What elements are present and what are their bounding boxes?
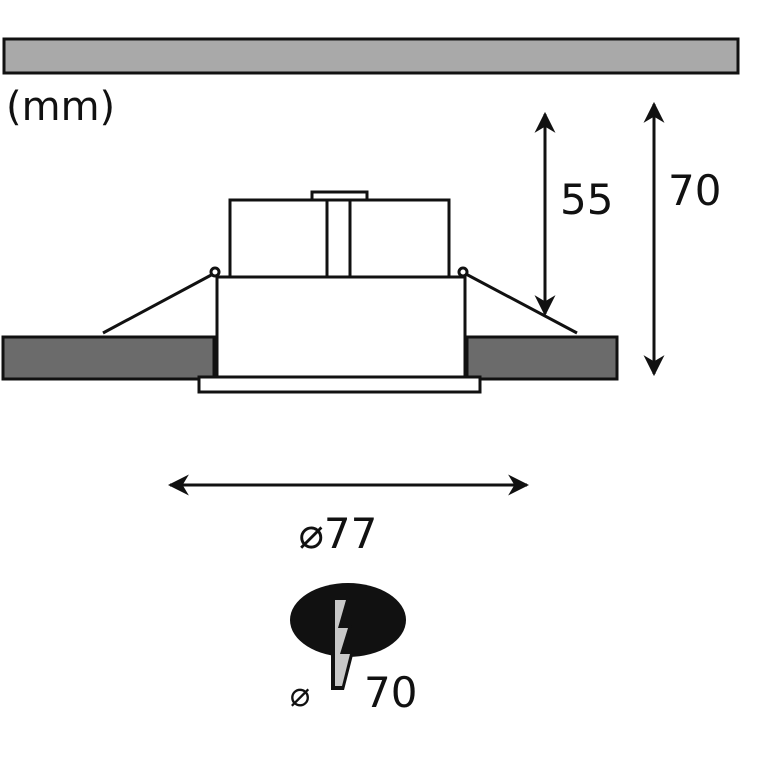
fixture-divider bbox=[325, 198, 352, 279]
fixture-body bbox=[215, 275, 467, 379]
spring-pivot-right bbox=[457, 266, 469, 278]
ceiling-bar bbox=[2, 37, 740, 75]
diameter-77-label: ⌀77 bbox=[299, 509, 378, 558]
light-fixture bbox=[102, 190, 578, 394]
ceiling-slab-right bbox=[465, 335, 619, 381]
cutout-diameter-symbol: ⌀ bbox=[290, 675, 310, 715]
height-70-label: 70 bbox=[668, 166, 721, 215]
height-55-dimension: 55 bbox=[534, 111, 613, 317]
fixture-flange bbox=[197, 375, 482, 394]
cutout-diameter-label: 70 bbox=[364, 668, 417, 717]
height-70-dimension: 70 bbox=[643, 101, 721, 377]
cutout-icon: ⌀ 70 bbox=[290, 583, 417, 717]
spring-pivot-left bbox=[209, 266, 221, 278]
unit-label: (mm) bbox=[6, 84, 115, 130]
height-55-label: 55 bbox=[560, 175, 613, 224]
ceiling-slab-left bbox=[1, 335, 216, 381]
diameter-77-dimension: ⌀77 bbox=[167, 474, 530, 558]
